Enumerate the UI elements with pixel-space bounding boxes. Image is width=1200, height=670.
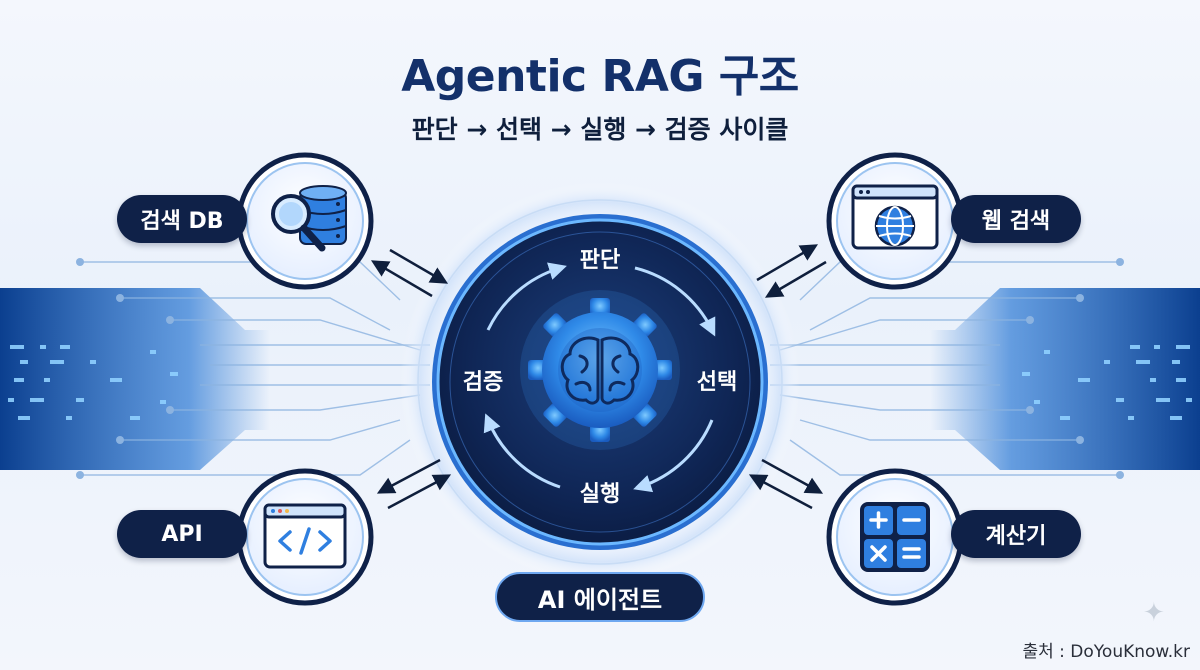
page-title: Agentic RAG 구조 <box>401 51 799 102</box>
calculator-icon <box>860 502 930 572</box>
left-data-band <box>0 258 430 479</box>
arrow-hub-to-web <box>756 244 819 282</box>
cycle-arrow-verify-to-judge <box>486 262 567 331</box>
sparkle-icon: ✦ <box>1143 598 1165 628</box>
arrow-hub-to-calc <box>761 458 824 494</box>
code-window-icon <box>263 503 347 569</box>
arrow-calc-to-hub <box>748 474 813 510</box>
cycle-arrows <box>483 262 716 493</box>
gear-brain-icon <box>520 290 680 450</box>
cycle-step-select: 선택 <box>696 370 738 395</box>
right-data-band <box>770 258 1200 479</box>
cycle-step-verify: 검증 <box>462 370 504 395</box>
cycle-arrow-execute-to-verify <box>483 413 561 489</box>
arrow-api-to-hub <box>387 474 452 510</box>
cycle-step-execute: 실행 <box>579 482 621 507</box>
tool-label-web: 웹 검색 <box>951 195 1081 243</box>
cycle-step-judge: 판단 <box>579 248 621 273</box>
agent-label: AI 에이전트 <box>495 572 705 622</box>
arrow-hub-to-db <box>370 260 433 298</box>
web-globe-icon <box>851 184 939 250</box>
arrow-hub-to-api <box>376 458 441 494</box>
arrow-web-to-hub <box>764 260 827 298</box>
arrow-db-to-hub <box>389 248 449 284</box>
cycle-arrow-select-to-execute <box>633 419 714 493</box>
tool-label-calculator: 계산기 <box>951 510 1081 558</box>
tool-label-api: API <box>117 510 247 558</box>
tool-label-db: 검색 DB <box>117 195 247 243</box>
page-subtitle: 판단 → 선택 → 실행 → 검증 사이클 <box>411 115 789 144</box>
connector-arrows <box>370 244 827 510</box>
cycle-arrow-judge-to-select <box>634 266 716 337</box>
source-credit: 출처 : DoYouKnow.kr <box>1022 642 1190 662</box>
database-search-icon <box>271 185 347 252</box>
